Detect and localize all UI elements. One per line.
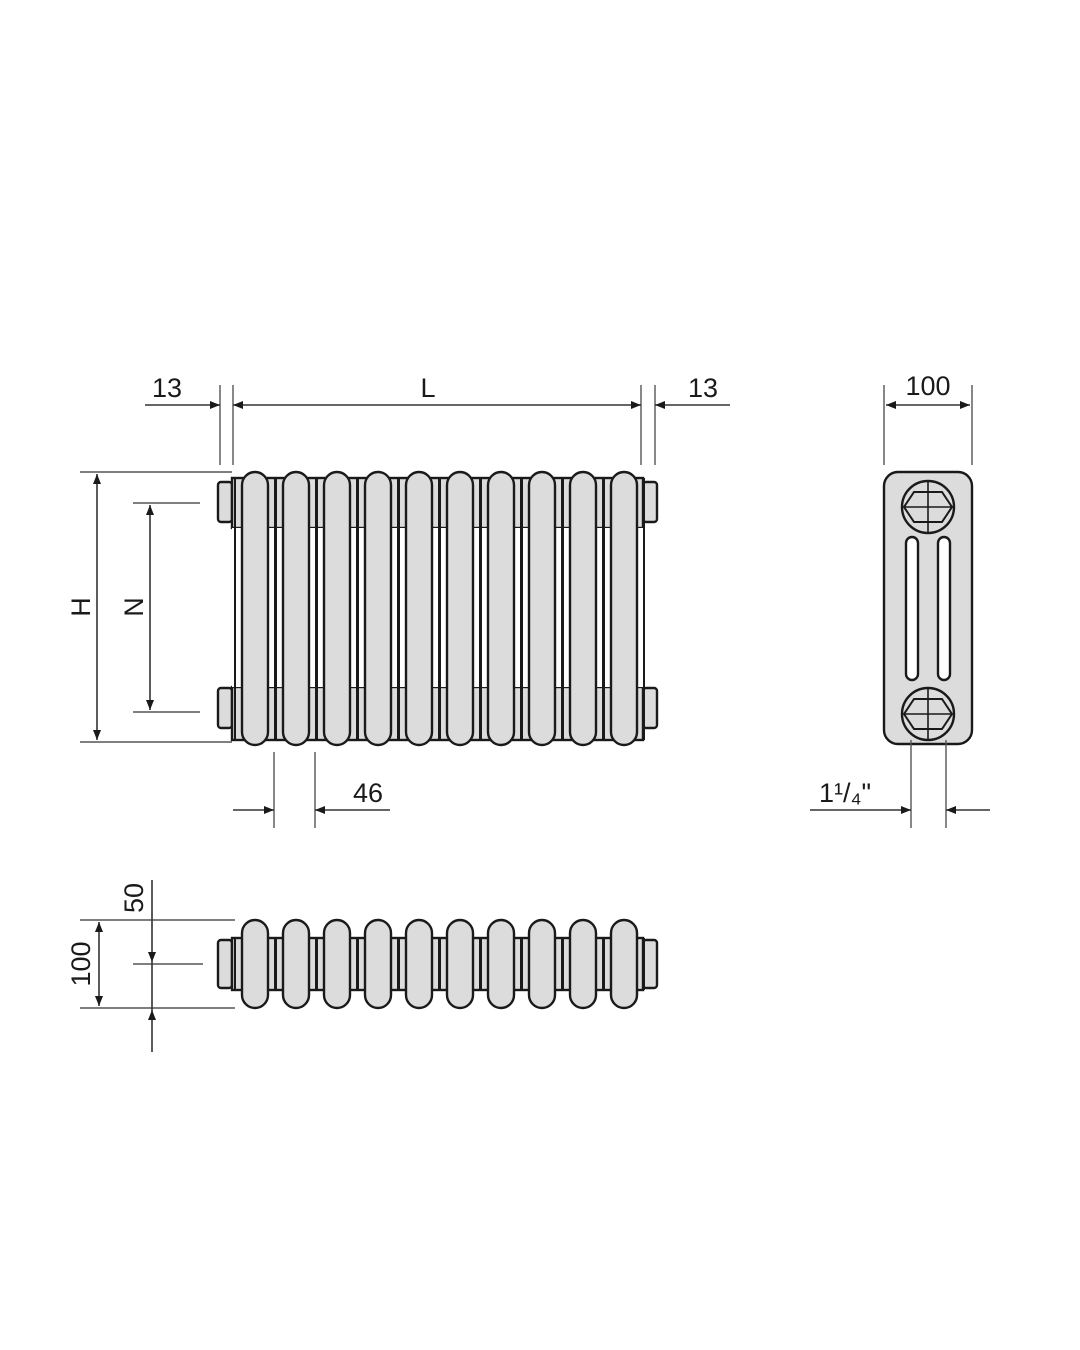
radiator-section-top — [322, 918, 352, 1010]
radiator-column — [486, 470, 516, 747]
dim-left-offset: 13 — [152, 373, 182, 403]
dim-connection-size: 1¹/₄" — [819, 778, 871, 808]
radiator-column — [445, 470, 475, 747]
dim-section-pitch: 46 — [353, 778, 383, 808]
dim-height: H — [66, 597, 96, 617]
radiator-column — [240, 470, 270, 747]
radiator-column — [527, 470, 557, 747]
front-dimensions: 13 L 13 H N 46 — [66, 373, 730, 828]
dim-centres: N — [119, 597, 149, 617]
top-dimensions: 100 50 — [66, 880, 235, 1052]
radiator-section-top — [568, 918, 598, 1010]
dim-length: L — [420, 373, 435, 403]
radiator-section-top — [240, 918, 270, 1010]
connection-plug-bottom — [900, 686, 956, 742]
dim-half-depth: 50 — [119, 883, 149, 913]
radiator-section-top — [363, 918, 393, 1010]
side-view: 100 1¹/₄" — [810, 371, 990, 828]
dim-top-depth: 100 — [66, 941, 96, 986]
radiator-column — [281, 470, 311, 747]
end-plug — [641, 480, 659, 524]
radiator-section-top — [404, 918, 434, 1010]
end-plug — [641, 938, 659, 990]
front-view — [216, 470, 659, 747]
radiator-column — [404, 470, 434, 747]
radiator-column — [568, 470, 598, 747]
dim-side-depth: 100 — [905, 371, 950, 401]
end-plug — [216, 480, 234, 524]
end-plug — [641, 686, 659, 730]
radiator-section-top — [486, 918, 516, 1010]
top-view — [216, 918, 659, 1010]
radiator-section-top — [445, 918, 475, 1010]
radiator-column — [363, 470, 393, 747]
radiator-section-top — [527, 918, 557, 1010]
connection-plug-top — [900, 479, 956, 535]
radiator-section-top — [609, 918, 639, 1010]
end-plug — [216, 686, 234, 730]
dim-right-offset: 13 — [688, 373, 718, 403]
end-plug — [216, 938, 234, 990]
radiator-column — [322, 470, 352, 747]
radiator-column — [609, 470, 639, 747]
radiator-section-top — [281, 918, 311, 1010]
